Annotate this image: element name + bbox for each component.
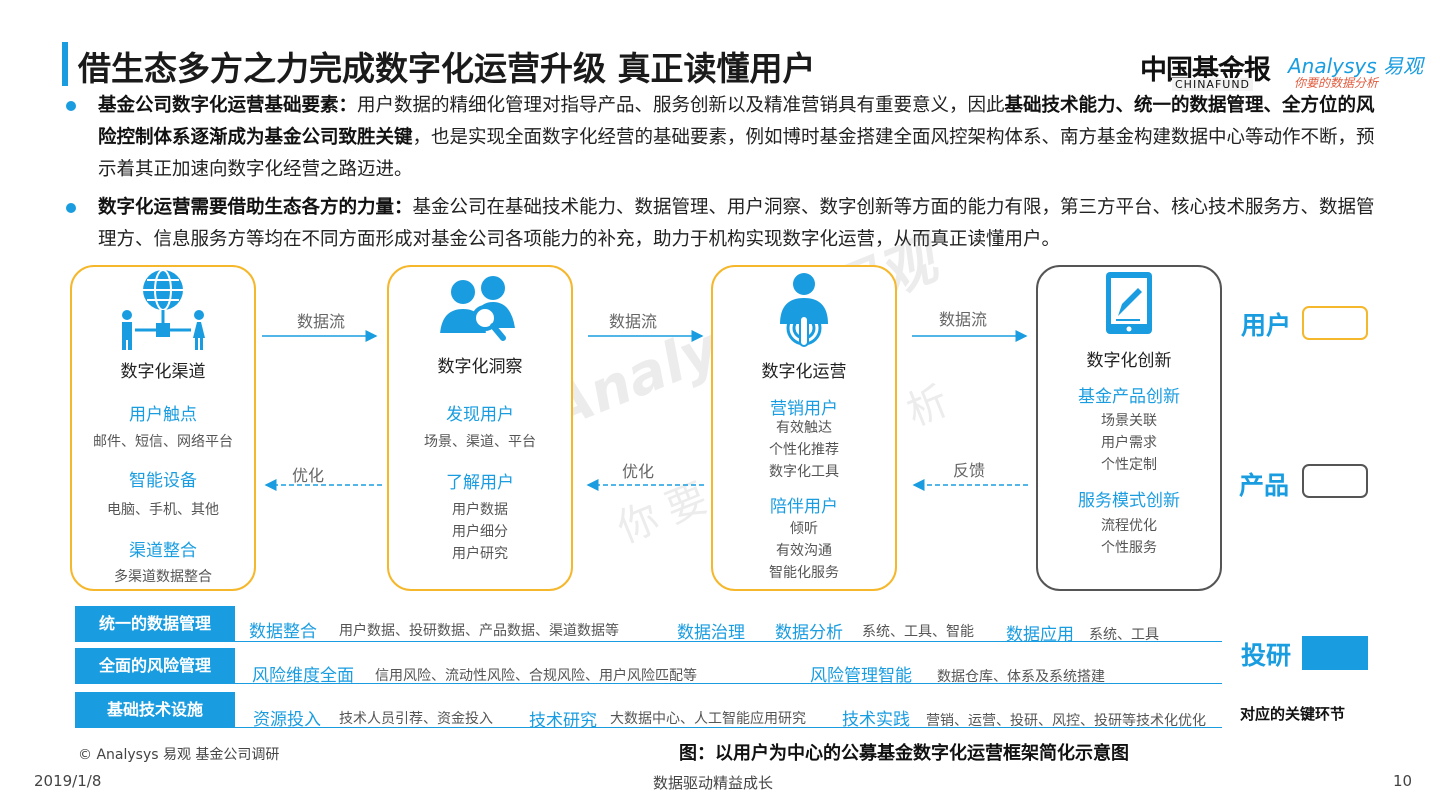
- flow-label-back-3: 反馈: [953, 461, 986, 480]
- group-item: 倾听: [790, 521, 818, 537]
- band-line: [235, 683, 1222, 684]
- bullet-dot-1: [66, 101, 76, 111]
- group-item: 场景关联: [1101, 413, 1157, 429]
- bullet-lead-1: 基金公司数字化运营基础要素：: [98, 95, 358, 116]
- side-label-user: 用户: [1241, 311, 1292, 340]
- band-key: 技术研究: [529, 711, 597, 731]
- chinafund-logo-sub: CHINAFUND: [1172, 78, 1254, 91]
- footer-date: 2019/1/8: [34, 772, 102, 790]
- band-key: 资源投入: [253, 710, 321, 730]
- group-item: 个性化推荐: [769, 442, 839, 458]
- band-desc: 信用风险、流动性风险、合规风险、用户风险匹配等: [375, 668, 697, 684]
- side-label-research: 投研: [1241, 641, 1292, 670]
- box-title-innovation: 数字化创新: [1086, 351, 1172, 371]
- band-line: [235, 727, 1222, 728]
- touch-user-icon: [780, 273, 828, 347]
- group-item: 用户需求: [1101, 435, 1157, 451]
- footer-slogan: 数据驱动精益成长: [653, 774, 774, 792]
- group-item: 个性服务: [1101, 540, 1157, 556]
- figure-caption: 图：以用户为中心的公募基金数字化运营框架简化示意图: [679, 743, 1129, 764]
- band-tag-infrastructure: 基础技术设施: [75, 692, 235, 728]
- group-item: 用户研究: [452, 546, 508, 562]
- band-key: 风险管理智能: [810, 666, 912, 686]
- band-line: [235, 641, 1222, 642]
- page-title: 借生态多方之力完成数字化运营升级 真正读懂用户: [78, 49, 816, 88]
- group-head-service-innovation: 服务模式创新: [1078, 491, 1180, 511]
- band-key: 数据应用: [1006, 625, 1074, 645]
- bullet-bold-1: 基础技术能力、统一的数据管理、全方位的风险控制体系逐渐成为基金公司致胜关键: [98, 95, 1375, 148]
- bullet-text-2: 基金公司在基础技术能力、数据管理、用户洞察、数字创新等方面的能力有限，第三方平台…: [98, 197, 1375, 250]
- band-key: 数据整合: [249, 622, 317, 642]
- box-title-channel: 数字化渠道: [120, 362, 206, 382]
- side-box-product: [1302, 464, 1368, 498]
- flow-label-back-1: 优化: [292, 466, 325, 485]
- group-item: 场景、渠道、平台: [424, 434, 536, 450]
- box-digital-operation: [711, 265, 897, 591]
- group-item: 数字化工具: [769, 464, 839, 480]
- analysys-logo: Analysys 易观: [1288, 54, 1424, 78]
- group-item: 用户细分: [452, 524, 508, 540]
- bullet-lead-2: 数字化运营需要借助生态各方的力量：: [98, 197, 413, 218]
- box-digital-innovation: [1036, 265, 1222, 591]
- side-box-research: [1302, 636, 1368, 670]
- source-note: © Analysys 易观 基金公司调研: [78, 747, 280, 763]
- band-desc: 用户数据、投研数据、产品数据、渠道数据等: [339, 623, 619, 639]
- group-head-smart-device: 智能设备: [129, 471, 197, 491]
- globe-network-icon: [122, 269, 205, 350]
- title-accent-bar: [62, 42, 68, 86]
- group-item: 多渠道数据整合: [114, 569, 212, 585]
- band-desc: 系统、工具、智能: [862, 624, 974, 640]
- band-key: 数据分析: [775, 623, 843, 643]
- flow-label-back-2: 优化: [622, 462, 655, 481]
- group-item: 用户数据: [452, 502, 508, 518]
- band-tag-data-management: 统一的数据管理: [75, 606, 235, 642]
- analysys-logo-sub: 你要的数据分析: [1294, 76, 1379, 90]
- side-box-user: [1302, 306, 1368, 340]
- band-desc: 系统、工具: [1089, 627, 1159, 643]
- users-search-icon: [437, 276, 515, 341]
- bullet-paragraph-2: 数字化运营需要借助生态各方的力量：基金公司在基础技术能力、数据管理、用户洞察、数…: [98, 192, 1388, 256]
- band-desc: 大数据中心、人工智能应用研究: [610, 711, 806, 727]
- side-label-product: 产品: [1239, 471, 1290, 500]
- group-item: 有效触达: [776, 420, 832, 436]
- flow-label-forward-2: 数据流: [609, 312, 658, 331]
- group-head-marketing-users: 营销用户: [770, 399, 838, 419]
- group-head-product-innovation: 基金产品创新: [1078, 387, 1180, 407]
- band-desc: 技术人员引荐、资金投入: [339, 711, 493, 727]
- side-note: 对应的关键环节: [1240, 705, 1346, 723]
- group-item: 个性定制: [1101, 457, 1157, 473]
- bullet-dot-2: [66, 203, 76, 213]
- bullet-paragraph-1: 基金公司数字化运营基础要素：用户数据的精细化管理对指导产品、服务创新以及精准营销…: [98, 90, 1388, 186]
- group-item: 流程优化: [1101, 518, 1157, 534]
- flow-label-forward-1: 数据流: [297, 312, 346, 331]
- group-head-discover-users: 发现用户: [446, 405, 514, 425]
- group-item: 有效沟通: [776, 543, 832, 559]
- group-head-touchpoint: 用户触点: [129, 405, 197, 425]
- tablet-pen-icon: [1106, 272, 1152, 334]
- group-item: 邮件、短信、网络平台: [93, 434, 233, 450]
- group-head-accompany-users: 陪伴用户: [770, 497, 838, 517]
- flow-label-forward-3: 数据流: [939, 310, 988, 329]
- band-desc: 数据仓库、体系及系统搭建: [937, 669, 1105, 685]
- page-number: 10: [1393, 772, 1413, 790]
- group-item: 智能化服务: [769, 565, 839, 581]
- box-title-operation: 数字化运营: [761, 362, 847, 382]
- band-key: 数据治理: [677, 623, 745, 643]
- band-key: 技术实践: [842, 710, 910, 730]
- bullet-text-1b: ，也是实现全面数字化经营的基础要素，例如博时基金搭建全面风控架构体系、南方基金构…: [98, 127, 1375, 180]
- band-key: 风险维度全面: [252, 666, 354, 686]
- group-head-channel-integration: 渠道整合: [129, 541, 197, 561]
- group-head-understand-users: 了解用户: [446, 473, 514, 493]
- band-desc: 营销、运营、投研、风控、投研等技术化优化: [926, 713, 1206, 729]
- band-tag-risk-management: 全面的风险管理: [75, 648, 235, 684]
- group-item: 电脑、手机、其他: [107, 502, 219, 518]
- bullet-text-1a: 用户数据的精细化管理对指导产品、服务创新以及精准营销具有重要意义，因此: [357, 95, 1005, 116]
- box-title-insight: 数字化洞察: [437, 357, 523, 377]
